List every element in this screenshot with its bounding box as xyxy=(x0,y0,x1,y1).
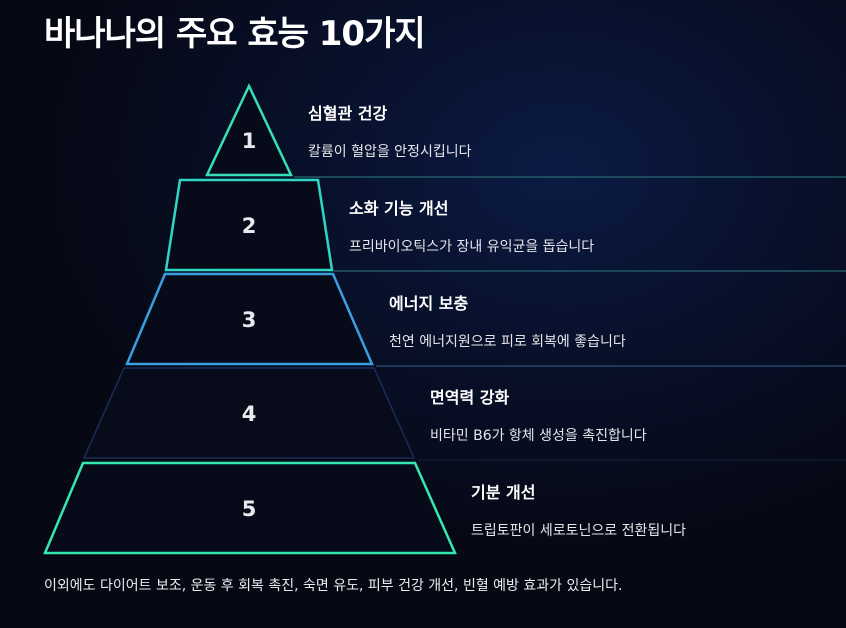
pyramid-level-4: 4 xyxy=(82,367,416,459)
level-1-title: 심혈관 건강 xyxy=(308,104,388,123)
level-5-info: 기분 개선 트립토판이 세로토닌으로 전환됩니다 xyxy=(471,479,686,540)
level-5-desc: 트립토판이 세로토닌으로 전환됩니다 xyxy=(471,523,686,539)
level-number-5: 5 xyxy=(242,497,257,521)
level-4-desc: 비타민 B6가 항체 생성을 촉진합니다 xyxy=(430,428,647,444)
page-title: 바나나의 주요 효능 10가지 xyxy=(44,14,426,54)
level-number-2: 2 xyxy=(242,214,257,238)
level-3-title: 에너지 보충 xyxy=(389,294,469,313)
level-5-title: 기분 개선 xyxy=(471,483,536,502)
level-4-title: 면역력 강화 xyxy=(430,388,510,407)
level-4-info: 면역력 강화 비타민 B6가 항체 생성을 촉진합니다 xyxy=(430,384,647,445)
level-3-desc: 천연 에너지원으로 피로 회복에 좋습니다 xyxy=(389,334,626,350)
level-number-3: 3 xyxy=(242,308,257,332)
level-1-desc: 칼륨이 혈압을 안정시킵니다 xyxy=(308,144,472,160)
level-number-1: 1 xyxy=(242,129,257,153)
level-2-title: 소화 기능 개선 xyxy=(349,199,449,218)
level-2-desc: 프리바이오틱스가 장내 유익균을 돕습니다 xyxy=(349,239,595,255)
level-3-info: 에너지 보충 천연 에너지원으로 피로 회복에 좋습니다 xyxy=(389,290,626,351)
pyramid-level-5: 5 xyxy=(43,461,457,555)
pyramid-level-3: 3 xyxy=(125,272,374,366)
pyramid-level-2: 2 xyxy=(164,178,334,272)
footer-note: 이외에도 다이어트 보조, 운동 후 회복 촉진, 숙면 유도, 피부 건강 개… xyxy=(44,578,623,594)
level-2-info: 소화 기능 개선 프리바이오틱스가 장내 유익균을 돕습니다 xyxy=(349,195,594,256)
level-1-info: 심혈관 건강 칼륨이 혈압을 안정시킵니다 xyxy=(308,100,471,161)
level-number-4: 4 xyxy=(242,402,257,426)
pyramid-level-1: 1 xyxy=(205,83,293,177)
